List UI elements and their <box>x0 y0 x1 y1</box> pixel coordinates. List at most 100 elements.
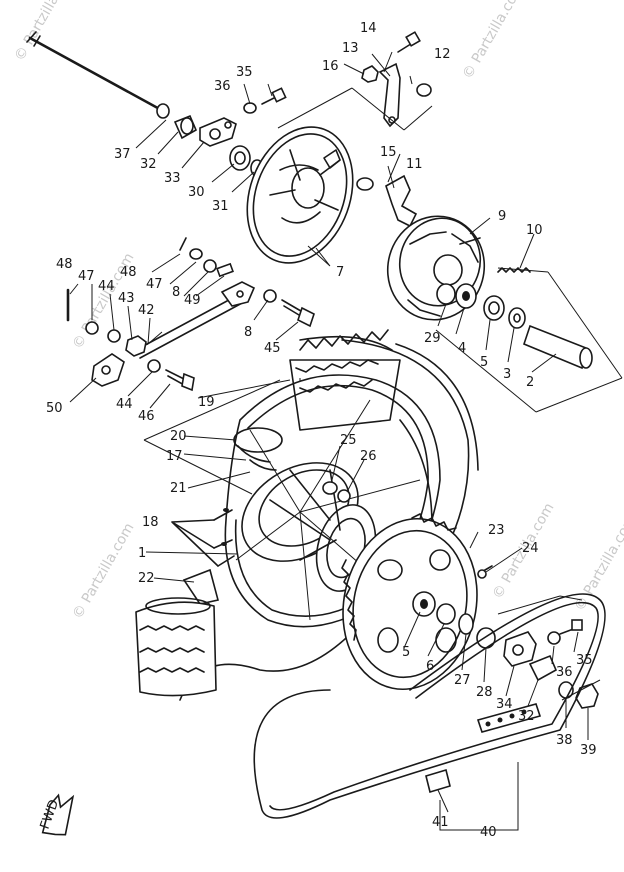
callout-6: 6 <box>426 659 434 674</box>
callout-35: 35 <box>236 65 253 80</box>
watermark: © Partzilla.com <box>70 520 138 622</box>
callout-19: 19 <box>198 395 215 410</box>
oil-seal-3 <box>508 307 526 329</box>
brake-shoe-spring <box>497 267 531 273</box>
callout-13: 13 <box>342 41 359 56</box>
callout-16: 16 <box>322 59 339 74</box>
pin-49 <box>216 262 234 278</box>
callout-48: 48 <box>56 257 73 272</box>
callout-49: 49 <box>184 293 201 308</box>
callout-27: 27 <box>454 673 471 688</box>
master-link <box>425 768 451 794</box>
chain-joint <box>476 703 542 733</box>
callout-44: 44 <box>116 397 133 412</box>
leader-18 <box>171 519 219 567</box>
callout-4: 4 <box>458 341 466 356</box>
callout-46: 46 <box>138 409 155 424</box>
bolt-45 <box>281 299 315 328</box>
axle-collar-left <box>173 114 198 140</box>
nut-39 <box>575 683 599 709</box>
callout-47: 47 <box>146 277 163 292</box>
callout-5: 5 <box>480 355 488 370</box>
callout-26: 26 <box>360 449 377 464</box>
callout-44: 44 <box>98 279 115 294</box>
axle-collar-32 <box>528 654 558 682</box>
washer-47-left <box>85 321 99 335</box>
washer-44-bottom <box>147 359 161 373</box>
callout-36: 36 <box>214 79 231 94</box>
rim-band <box>249 459 277 471</box>
callout-40: 40 <box>480 825 497 840</box>
cotter-pin-12 <box>416 83 432 97</box>
callout-36: 36 <box>556 665 573 680</box>
bracket-40 <box>439 762 519 831</box>
chain-adjuster-34 <box>503 631 537 667</box>
bolt-35-lower <box>559 619 583 635</box>
callout-1: 1 <box>138 546 146 561</box>
brake-shoe-plate <box>246 126 354 264</box>
callout-11: 11 <box>406 157 423 172</box>
callout-5: 5 <box>402 645 410 660</box>
brake-camshaft <box>356 174 418 228</box>
washer-8-top <box>203 259 217 273</box>
callout-31: 31 <box>212 199 229 214</box>
oil-seal-27 <box>458 613 474 635</box>
collar-2 <box>523 324 593 370</box>
washer-44-left <box>107 329 121 343</box>
oil-seal <box>229 145 251 171</box>
nut-43 <box>125 335 147 357</box>
bearing-26 <box>337 489 351 503</box>
cotter-48-top <box>179 237 187 251</box>
callout-39: 39 <box>580 743 597 758</box>
callout-30: 30 <box>188 185 205 200</box>
callout-41: 41 <box>432 815 449 830</box>
callout-23: 23 <box>488 523 505 538</box>
callout-37: 37 <box>114 147 131 162</box>
mud-flap <box>135 568 219 697</box>
rear-sprocket <box>341 513 478 691</box>
group-bracket-top <box>277 87 433 131</box>
callout-35: 35 <box>576 653 593 668</box>
callout-32: 32 <box>518 709 535 724</box>
callout-9: 9 <box>498 209 506 224</box>
rear-axle <box>26 31 170 119</box>
callout-21: 21 <box>170 481 187 496</box>
watermark: © Partzilla.com <box>12 0 80 64</box>
callout-43: 43 <box>118 291 135 306</box>
brake-torque-arm <box>378 62 401 128</box>
callout-7: 7 <box>336 265 344 280</box>
callouts: 1 2 3 4 5 5 6 7 8 8 9 10 11 12 13 14 15 … <box>46 21 597 840</box>
callout-12: 12 <box>434 47 451 62</box>
chain-adjuster-left <box>199 117 237 147</box>
washer-8-mid <box>263 289 277 303</box>
spoke-set-18 <box>213 508 235 567</box>
callout-20: 20 <box>170 429 187 444</box>
callout-25: 25 <box>340 433 357 448</box>
leader-lines <box>69 51 589 813</box>
callout-10: 10 <box>526 223 543 238</box>
washer-47-top <box>189 248 203 260</box>
callout-38: 38 <box>556 733 573 748</box>
fwd-arrow-icon: FWD <box>38 793 75 836</box>
brake-shoe-assembly <box>386 215 486 321</box>
bearing-6 <box>436 603 456 625</box>
bolt-46 <box>165 369 195 392</box>
bolt-35 <box>261 87 287 105</box>
callout-45: 45 <box>264 341 281 356</box>
callout-18: 18 <box>142 515 159 530</box>
callout-17: 17 <box>166 449 183 464</box>
callout-8: 8 <box>244 325 252 340</box>
callout-15: 15 <box>380 145 397 160</box>
callout-22: 22 <box>138 571 155 586</box>
chain-puller-50 <box>91 353 125 387</box>
bearing-4 <box>455 283 477 309</box>
callout-50: 50 <box>46 401 63 416</box>
balancer-washer-25 <box>322 481 338 495</box>
callout-47: 47 <box>78 269 95 284</box>
bearing-5 <box>483 295 505 321</box>
group-bracket-right <box>435 267 623 413</box>
callout-48: 48 <box>120 265 137 280</box>
chain-puller-rod <box>135 281 256 359</box>
callout-33: 33 <box>164 171 181 186</box>
